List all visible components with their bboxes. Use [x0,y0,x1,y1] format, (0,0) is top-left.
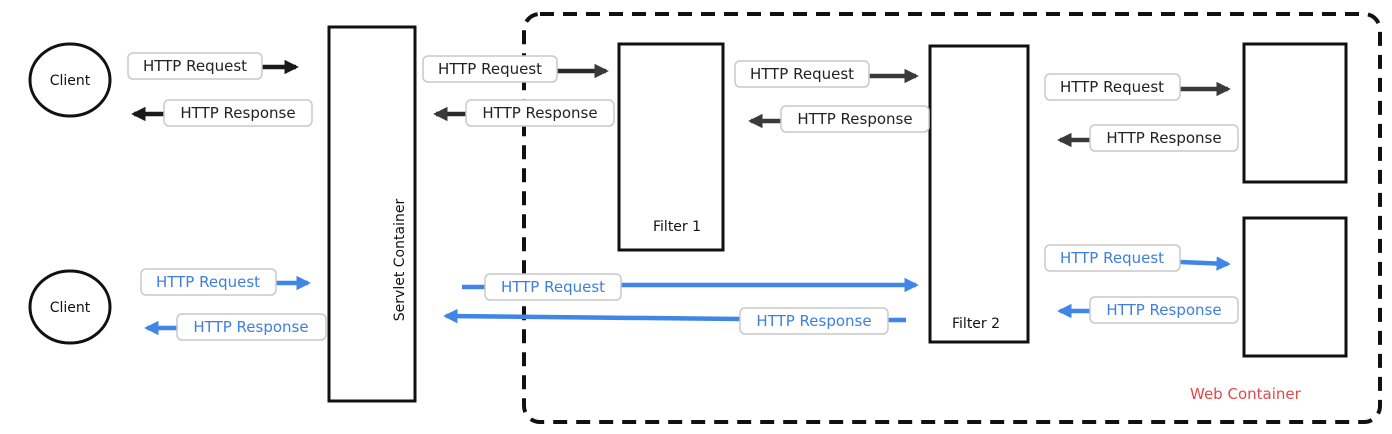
label-response-1: HTTP Response [180,104,295,122]
arrow-blue-response-filter2-servlet [443,308,741,324]
label-box-request-3 [734,60,870,88]
label-request-1: HTTP Request [143,57,247,75]
label-box-response-1 [163,99,313,127]
filter1-label: Filter 1 [653,219,701,235]
label-blue-response-2: HTTP Response [756,312,871,330]
client-bottom-node [28,269,112,345]
label-blue-request-1: HTTP Request [156,273,260,291]
label-response-2: HTTP Response [482,104,597,122]
client-bottom-label: Client [50,300,91,316]
label-box-blue-response-1 [176,313,327,341]
label-request-3: HTTP Request [750,65,854,83]
client-top-label: Client [50,73,91,89]
label-box-request-2 [422,55,558,83]
label-box-blue-request-3 [1044,244,1181,272]
resource-bottom-box [1242,216,1348,358]
servlet-container-box [327,25,417,403]
label-box-response-2 [465,99,615,127]
servlet-container-label: Servlet Container [392,199,408,322]
label-blue-response-1: HTTP Response [193,318,308,336]
label-response-3: HTTP Response [797,110,912,128]
arrow-blue-request-filter2-resource [1179,256,1231,271]
label-box-blue-request-2 [484,273,622,301]
filter1-box [617,42,725,252]
label-box-blue-request-1 [140,268,277,296]
client-top-node [28,42,112,118]
label-request-4: HTTP Request [1060,78,1164,96]
label-response-4: HTTP Response [1106,129,1221,147]
label-box-response-4 [1089,124,1239,152]
web-container-label: Web Container [1190,385,1302,403]
label-box-request-1 [127,52,263,80]
filter2-box [928,44,1030,344]
label-request-2: HTTP Request [438,60,542,78]
web-container-boundary [522,12,1382,424]
label-box-blue-response-3 [1089,296,1239,324]
label-box-response-3 [780,105,930,133]
label-blue-response-3: HTTP Response [1106,301,1221,319]
resource-top-box [1242,42,1348,184]
label-blue-request-2: HTTP Request [501,278,605,296]
label-box-blue-response-2 [739,307,889,335]
filter2-label: Filter 2 [952,316,1000,332]
label-box-request-4 [1044,73,1181,101]
label-blue-request-3: HTTP Request [1060,249,1164,267]
